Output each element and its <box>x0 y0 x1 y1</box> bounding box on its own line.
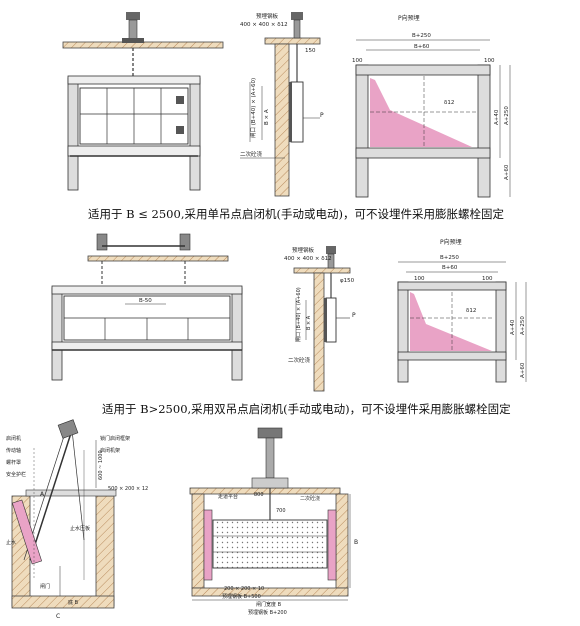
row3-left-right-label-1: 启闭机架 <box>100 447 120 454</box>
row3-right-platform: 走道平台 <box>218 493 238 500</box>
row3-right-dim-b: B <box>354 539 358 546</box>
row1-side-bottom: 二次砼浇 <box>240 150 263 158</box>
row1-dim-b250: B+250 <box>412 33 431 39</box>
row1-dim-100-right: 100 <box>484 58 495 64</box>
row1-side-dim-h: 闸口 (B+40) × (A+60) <box>249 78 257 138</box>
row1-caption: 适用于 B ≤ 2500,采用单吊点启闭机(手动或电动)，可不设埋件采用膨胀螺栓… <box>88 207 504 221</box>
row2-p-view <box>397 261 527 383</box>
row3-left-right-label-0: 锁门启闭框架 <box>100 435 130 442</box>
row2-dim-d12: δ12 <box>466 308 476 314</box>
row3-right-bottom3: 闸门宽度 B <box>256 601 282 608</box>
row1-side-view <box>240 12 321 197</box>
row3-left-section <box>11 419 117 609</box>
row1-dim-d12: δ12 <box>444 100 454 106</box>
row3-right-bottom4: 预埋钢板 B+200 <box>248 609 287 616</box>
row2-dim-b250: B+250 <box>440 255 459 261</box>
row2-dim-100-left: 100 <box>414 276 425 282</box>
row2-side-view <box>293 246 351 392</box>
row1-dim-a250: A+250 <box>504 106 510 125</box>
row3-left-label-3: 安全护栏 <box>6 471 26 478</box>
row1-side-dim-ba: B × A <box>264 109 270 125</box>
row2-dim-a60: A+60 <box>520 362 526 378</box>
row2-dim-100-right: 100 <box>482 276 493 282</box>
row3-left-dim-v: 600 ~ 1000 <box>98 450 104 480</box>
row1-dim-a40: A+40 <box>494 109 500 125</box>
row3-left-label-4: 止水 <box>6 539 16 546</box>
row1-side-plate: 400 × 400 × δ12 <box>240 22 288 28</box>
row3-right-section <box>189 427 351 601</box>
row1-front-view <box>62 12 224 191</box>
row3-left-label-2: 螺杆罩 <box>6 459 21 466</box>
row2-side-title: 预埋钢板 <box>292 246 315 254</box>
row3-left-letter-c: C <box>56 613 60 620</box>
row2-p-view-title: P向预埋 <box>440 238 462 246</box>
row1-p-view-title: P向预埋 <box>398 14 420 22</box>
row1-side-p: P <box>320 112 324 119</box>
row2-front-dim-b50: B-50 <box>139 298 152 304</box>
row3-right-800: 800 <box>254 492 264 498</box>
row1-side-dim-150: 150 <box>305 48 316 54</box>
row2-side-dim-ba: B × A <box>306 315 312 330</box>
row2-dim-a40: A+40 <box>510 319 516 335</box>
row3-left-right-label-2: 止水压板 <box>70 525 90 532</box>
row3-right-700: 700 <box>276 508 286 514</box>
row2-side-dim-150: φ150 <box>340 278 355 284</box>
row2-dim-b60: B+60 <box>442 265 458 271</box>
row3-left-bottom-label: 底 B <box>68 599 79 606</box>
row2-side-bottom: 二次砼浇 <box>288 356 311 364</box>
row3-left-letter-a: A <box>40 491 45 498</box>
row1-dim-a60: A+60 <box>504 164 510 180</box>
row2-dim-a250: A+250 <box>520 316 526 335</box>
row3-left-label-0: 启闭机 <box>6 435 21 442</box>
row3-left-label-1: 传动轴 <box>6 447 21 454</box>
row2-side-p: P <box>352 312 356 319</box>
row1-p-view <box>355 39 511 198</box>
row2-side-plate: 400 × 400 × δ12 <box>284 256 332 262</box>
row2-side-dim-h: 闸口 (B+40) × (A+60) <box>295 287 302 342</box>
row3-right-top-label: 二次砼浇 <box>300 495 320 502</box>
row2-front-view <box>51 233 243 381</box>
row1-dim-100-left: 100 <box>352 58 363 64</box>
row1-side-title: 预埋钢板 <box>256 12 279 20</box>
row3-right-bottom1: 200 × 200 × 10 <box>224 586 264 592</box>
row3-right-bottom2: 预埋钢板 B+500 <box>222 593 261 600</box>
row3-left-dim-500: 500 × 200 × 12 <box>108 486 148 492</box>
row2-caption: 适用于 B>2500,采用双吊点启闭机(手动或电动)，可不设埋件采用膨胀螺栓固定 <box>102 402 511 416</box>
row1-dim-b60: B+60 <box>414 44 430 50</box>
row3-left-bottom2: 闸门 <box>40 583 50 590</box>
